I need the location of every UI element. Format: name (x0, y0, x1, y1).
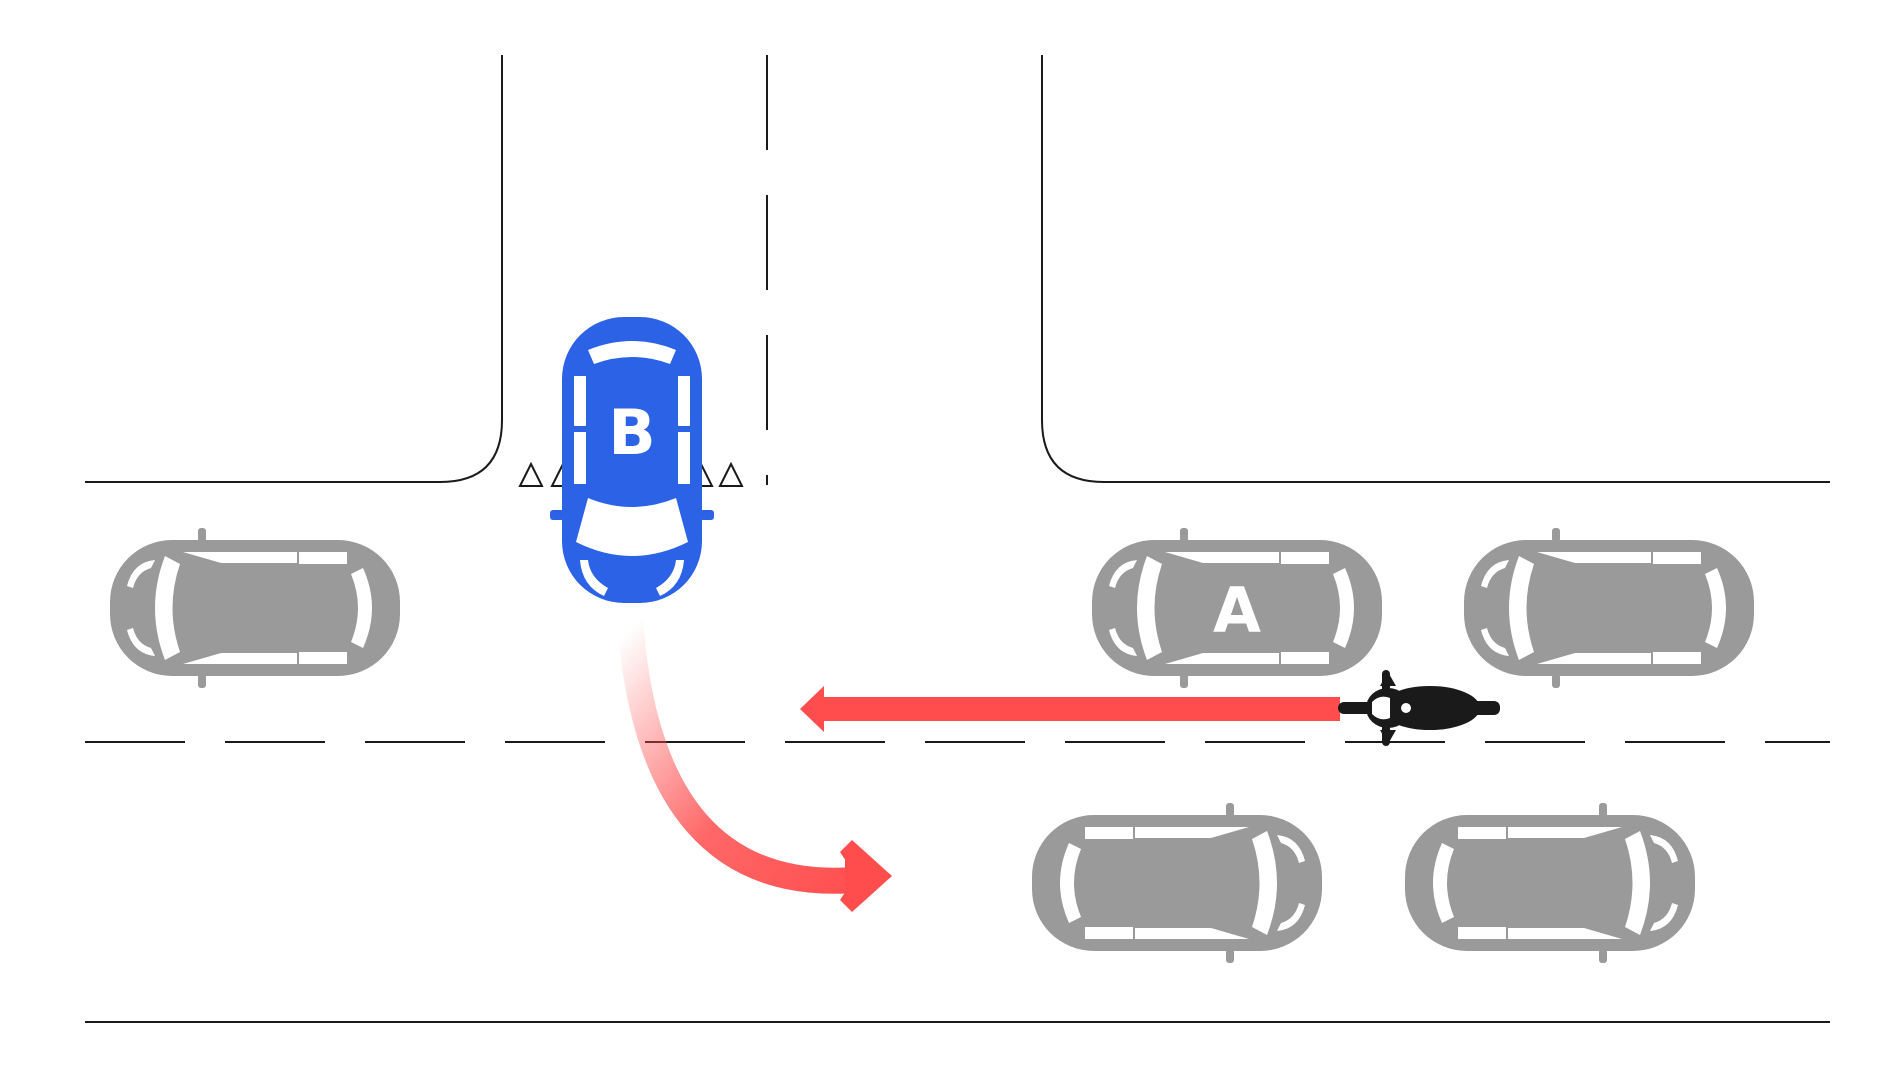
road-markings (85, 55, 1830, 1023)
parked-car-left (110, 528, 400, 688)
lower-lane-car-1 (1032, 803, 1322, 963)
motorcycle (1338, 670, 1500, 746)
car-b: B (550, 317, 714, 603)
car-b-turn-arrow (617, 619, 892, 912)
curb-top-left (85, 55, 503, 483)
car-a-label: A (1213, 574, 1261, 647)
yield-triangle (718, 461, 744, 487)
parked-car-right (1464, 528, 1754, 688)
car-b-label: B (608, 396, 655, 469)
motorcycle-path-arrow (800, 686, 1340, 732)
yield-triangle (518, 461, 544, 487)
car-a: A (1092, 528, 1382, 688)
lower-lane-car-2 (1405, 803, 1695, 963)
curb-top-right (1041, 55, 1830, 483)
